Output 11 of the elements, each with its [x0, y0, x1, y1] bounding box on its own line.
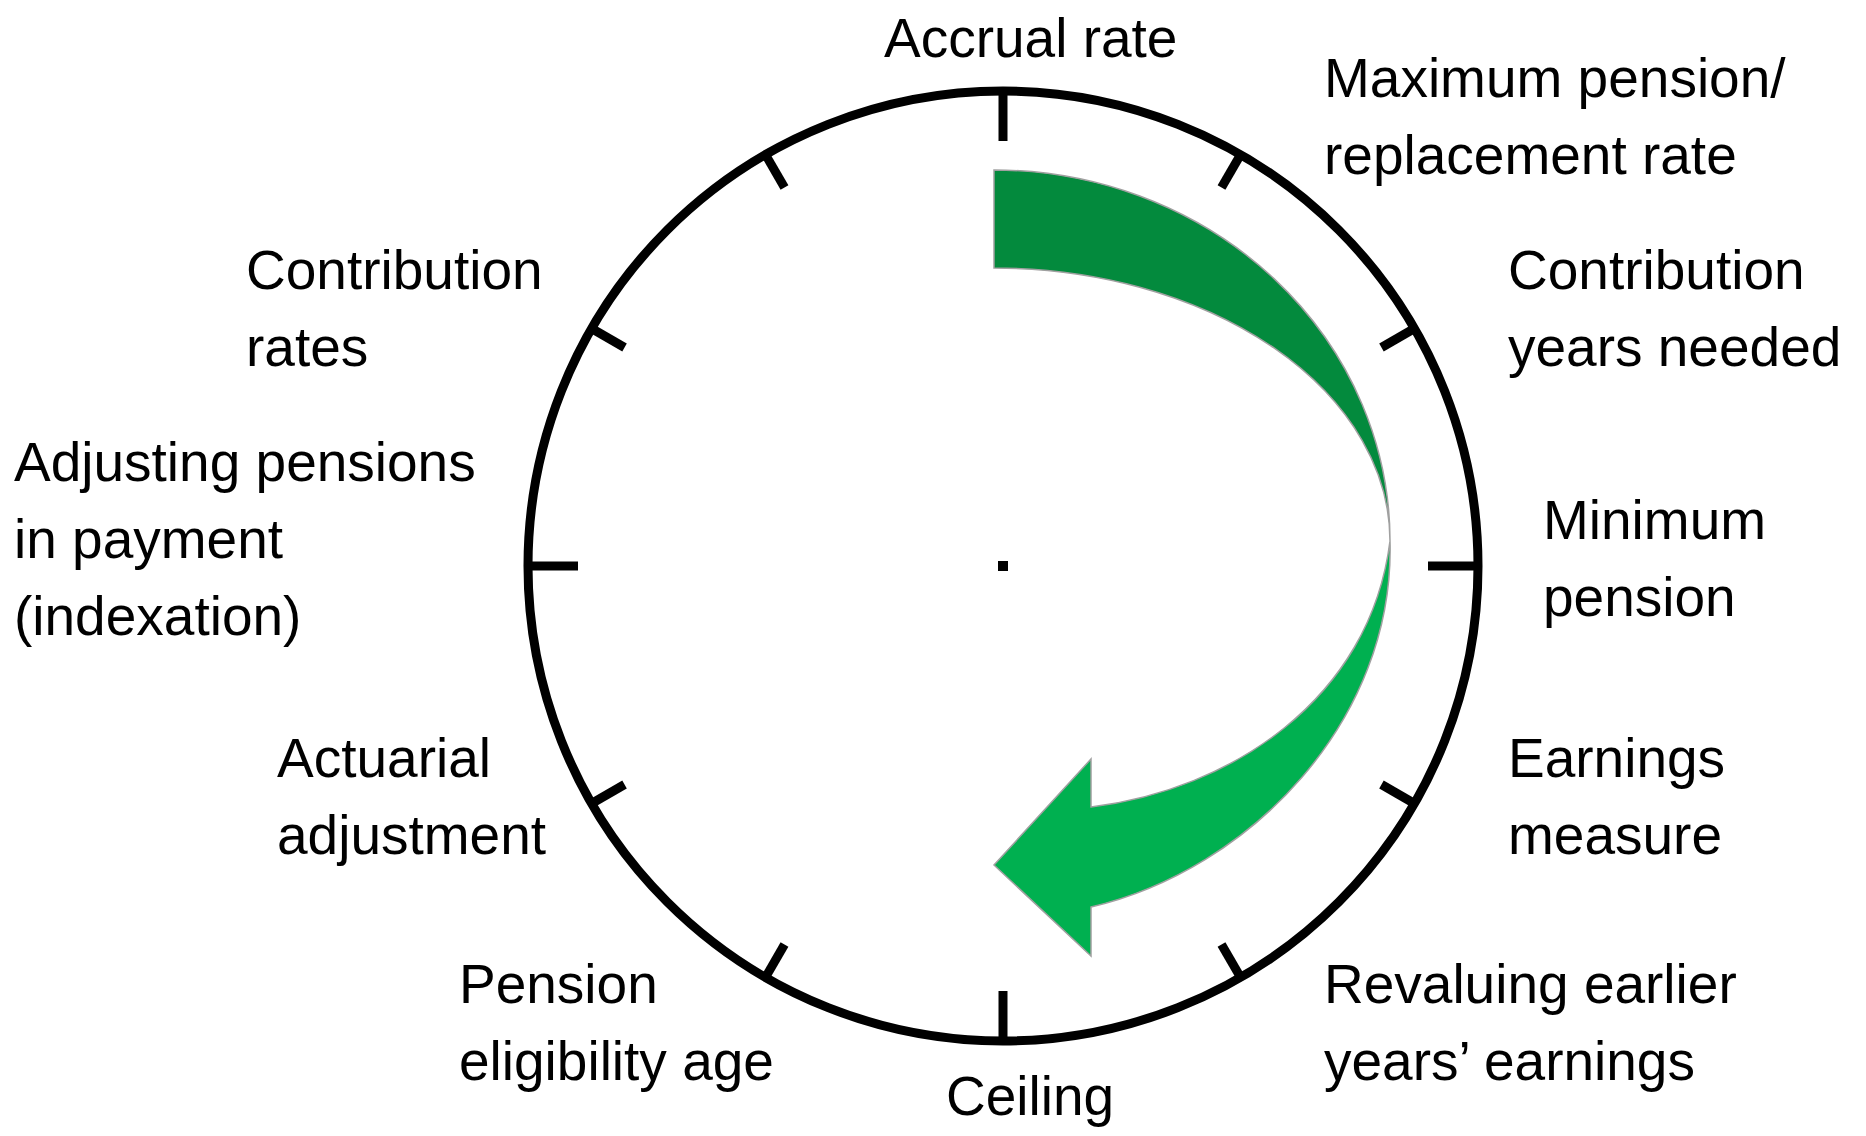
label-text: Maximum pension/ replacement rate	[1324, 46, 1787, 188]
label-text: Adjusting pensions in payment (indexation)	[14, 430, 477, 649]
label-text: Actuarial adjustment	[277, 726, 548, 868]
label-text: Pension eligibility age	[459, 952, 775, 1094]
label-text: Earnings measure	[1508, 726, 1727, 868]
label-text: Revaluing earlier years’ earnings	[1324, 952, 1738, 1094]
label-text: Minimum pension	[1543, 488, 1768, 630]
label-text: Accrual rate	[884, 6, 1179, 71]
label-text: Ceiling	[946, 1064, 1116, 1129]
label-text: Contribution rates	[246, 238, 544, 380]
label-text: Contribution years needed	[1508, 238, 1843, 380]
